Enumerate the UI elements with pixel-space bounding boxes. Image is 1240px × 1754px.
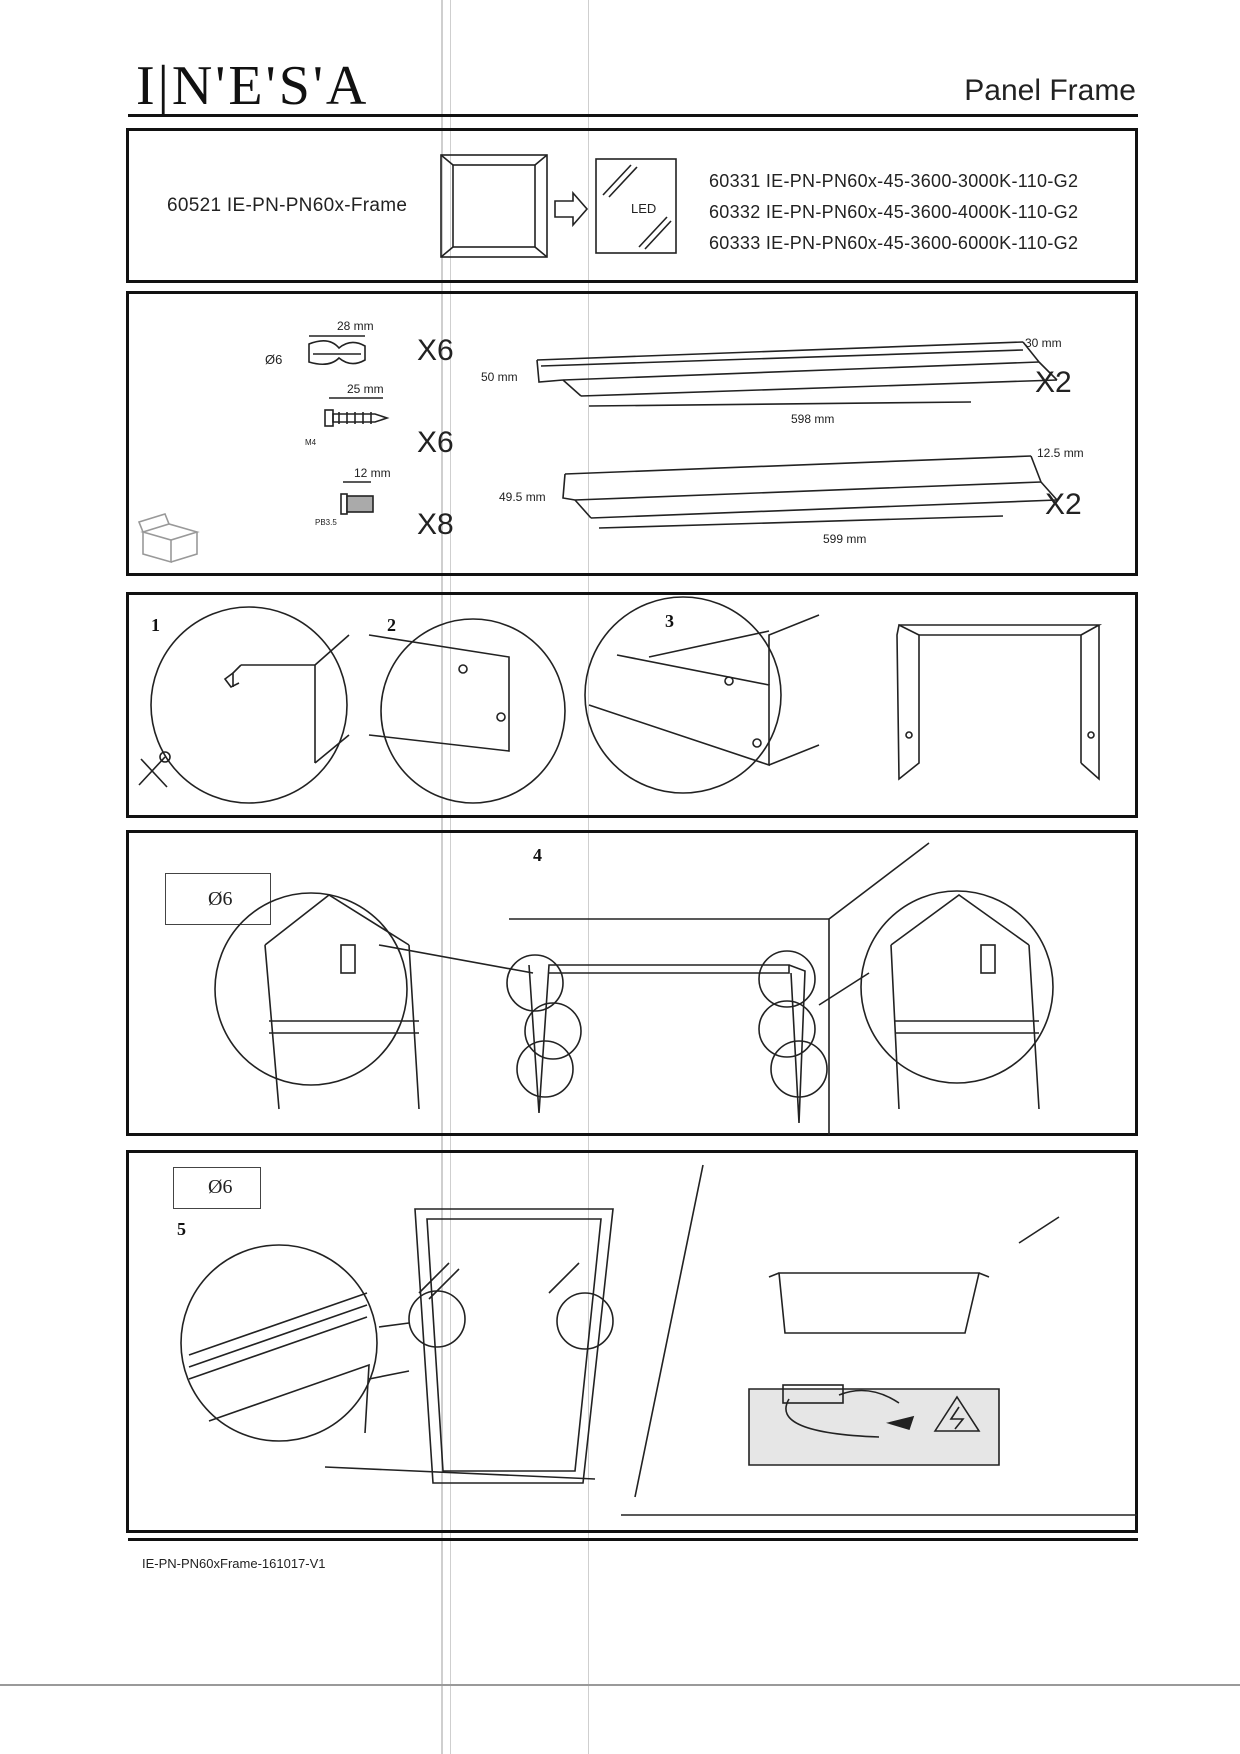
rail-b-quantity: X2 [1045,488,1082,521]
anchor-diameter: Ø6 [265,352,283,367]
led-label: LED [631,201,657,216]
scan-edge-line [0,1684,1240,1686]
assembly-steps-panel: 1 2 3 [126,592,1138,818]
rail-b-height: 49.5 mm [499,490,546,504]
drill-size-label-step-5: Ø6 [208,1176,233,1198]
rail-b-length: 599 mm [823,532,867,546]
rail-a-length: 598 mm [791,412,835,426]
frame-code: 60521 IE-PN-PN60x-Frame [167,195,408,216]
assembly-steps-illustration [138,596,1103,804]
step-number-5: 5 [177,1219,186,1239]
scan-fold-line [450,0,451,1754]
frame-rail-598-illustration [536,341,1058,407]
page-title: Panel Frame [964,74,1136,107]
panel-model-3000k: 60331 IE-PN-PN60x-45-3600-3000K-110-G2 [709,171,1079,191]
small-screw-length: 12 mm [354,466,391,480]
panel-model-6000k: 60333 IE-PN-PN60x-45-3600-6000K-110-G2 [709,233,1079,253]
rail-a-quantity: X2 [1035,366,1072,399]
step-4-left-detail-circle [214,892,408,1086]
drill-size-label: Ø6 [208,888,233,910]
step-5-illustration [180,1164,1137,1516]
package-box-icon [137,513,200,564]
small-screw-quantity: X8 [417,508,454,541]
step-5-panel: 5 Ø6 [126,1150,1138,1533]
frame-rail-599-illustration [562,455,1058,529]
wall-anchor-illustration [308,335,366,366]
screw-illustration [324,397,390,427]
anchor-quantity: X6 [417,334,454,367]
step-4-illustration [214,842,1054,1135]
scan-fold-line [588,0,589,1754]
step-5-detail-circle [180,1244,378,1442]
parts-panel: 28 mm Ø6 X6 25 mm M4 X6 12 mm PB3.5 X8 5… [126,291,1138,576]
step-number-2: 2 [387,615,396,635]
brand-logo: I|N'E'S'A [136,55,370,117]
screw-quantity: X6 [417,426,454,459]
arrow-right-icon [554,190,589,228]
rail-a-depth: 30 mm [1025,336,1062,350]
document-code: IE-PN-PN60xFrame-161017-V1 [142,1556,326,1571]
product-panel: 60521 IE-PN-PN60x-Frame LED 60331 IE-PN-… [126,128,1138,283]
led-panel [595,158,677,254]
footer-rule [128,1538,1138,1541]
small-screw-thread: PB3.5 [315,518,337,527]
step-3-detail-circle [584,596,782,794]
step-1-detail-circle [150,606,348,804]
step-number-3: 3 [665,611,674,631]
step-number-1: 1 [151,615,160,635]
header-rule [128,114,1138,117]
step-2-detail-circle [380,618,566,804]
screw-length: 25 mm [347,382,384,396]
panel-frame-outline [414,1208,614,1484]
frame-outer [440,154,548,258]
tools-icon [138,751,171,788]
scan-fold-line [441,0,443,1754]
frame-to-led-illustration [440,154,677,258]
screw-thread: M4 [305,438,317,447]
frame-inner [452,164,536,248]
electric-hazard-icon [933,1395,981,1432]
rail-a-height: 50 mm [481,370,518,384]
drill-size-box: Ø6 [165,873,271,925]
step-4-right-detail-circle [860,890,1054,1084]
drill-size-box-step-5: Ø6 [173,1167,261,1209]
step-number-4: 4 [533,845,542,865]
panel-model-4000k: 60332 IE-PN-PN60x-45-3600-4000K-110-G2 [709,202,1079,222]
assembled-frame-left [896,623,920,781]
ceiling-tile-area [748,1388,1000,1466]
anchor-length: 28 mm [337,319,374,333]
rail-b-depth: 12.5 mm [1037,446,1084,460]
step-4-panel: 4 Ø6 [126,830,1138,1136]
small-screw-illustration [340,481,374,515]
